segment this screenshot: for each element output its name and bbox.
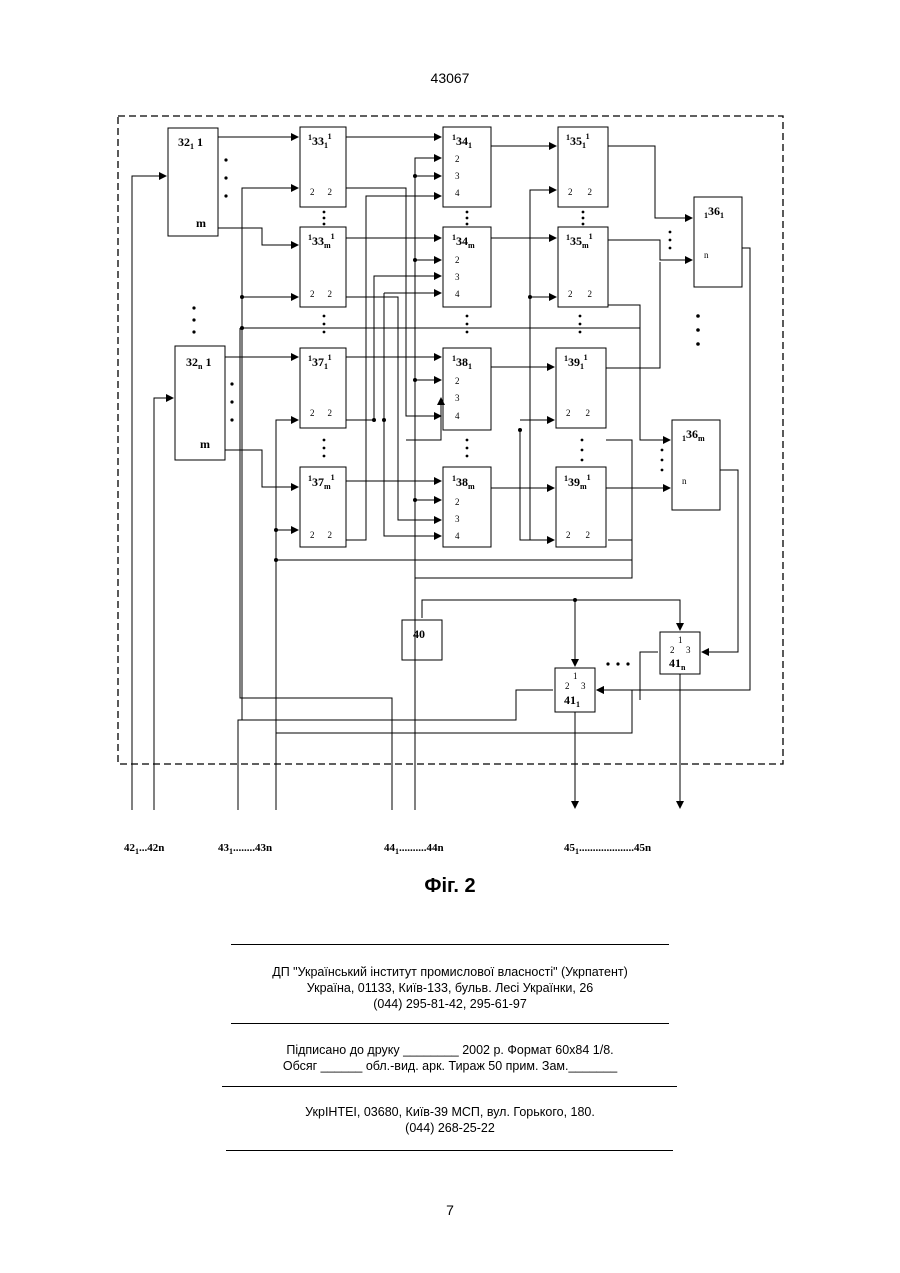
divider bbox=[231, 1023, 669, 1024]
figure-caption: Фіг. 2 bbox=[0, 875, 900, 898]
block-41-n-port-2: 2 bbox=[670, 645, 675, 655]
block-38-1-port-3: 3 bbox=[455, 393, 460, 403]
block-32-1-output: m bbox=[196, 216, 206, 230]
block-39-m-label: 139m1 bbox=[564, 473, 591, 491]
imprint-printer-phone: (044) 268-25-22 bbox=[0, 1120, 900, 1136]
block-36-1-output: n bbox=[704, 250, 709, 260]
block-37-1-label: 13711 bbox=[308, 353, 332, 371]
block-38-m-port-3: 3 bbox=[455, 514, 460, 524]
imprint-phones: (044) 295-81-42, 295-61-97 bbox=[0, 996, 900, 1012]
block-33-1-label: 13311 bbox=[308, 132, 332, 150]
imprint-printer: УкрІНТЕІ, 03680, Київ-39 МСП, вул. Горьк… bbox=[0, 1104, 900, 1120]
block-39-1-ports: 22 bbox=[566, 408, 590, 418]
block-39-m-ports: 22 bbox=[566, 530, 590, 540]
block-32-1-label: 3211 bbox=[178, 135, 203, 151]
ellipsis-dots bbox=[192, 158, 699, 665]
imprint-volume: Обсяг ______ обл.-вид. арк. Тираж 50 при… bbox=[0, 1058, 900, 1074]
block-34-m-port-3: 3 bbox=[455, 272, 460, 282]
block-34-1-port-2: 2 bbox=[455, 154, 460, 164]
block-37-1-ports: 22 bbox=[310, 408, 332, 418]
block-41-1-port-3: 3 bbox=[581, 681, 586, 691]
block-34-1-port-4: 4 bbox=[455, 188, 460, 198]
divider bbox=[231, 944, 669, 945]
block-37-m-ports: 22 bbox=[310, 530, 332, 540]
block-35-1-label: 13511 bbox=[566, 132, 590, 150]
block-38-1-port-4: 4 bbox=[455, 411, 460, 421]
bus-45-label: 451....................45n bbox=[564, 842, 651, 856]
block-35-m-label: 135m1 bbox=[566, 232, 593, 250]
block-41-1-port-1: 1 bbox=[573, 671, 578, 681]
divider bbox=[222, 1086, 677, 1087]
block-38-m-port-2: 2 bbox=[455, 497, 460, 507]
block-40-label: 40 bbox=[413, 627, 425, 641]
block-41-1-label: 411 bbox=[564, 693, 580, 709]
block-34-m-label: 134m bbox=[452, 233, 475, 250]
divider bbox=[226, 1150, 673, 1151]
imprint-org: ДП "Український інститут промислової вла… bbox=[0, 964, 900, 980]
block-34-m-port-4: 4 bbox=[455, 289, 460, 299]
bus-42-label: 421...42n bbox=[124, 842, 164, 856]
block-33-m-label: 133m1 bbox=[308, 232, 335, 250]
block-41-1-port-2: 2 bbox=[565, 681, 570, 691]
block-34-1-label: 1341 bbox=[452, 133, 472, 150]
block-41-n-label: 41n bbox=[669, 656, 686, 672]
block-34-1-port-3: 3 bbox=[455, 171, 460, 181]
block-35-m-ports: 22 bbox=[568, 289, 592, 299]
page-number: 7 bbox=[0, 1202, 900, 1218]
imprint-signed: Підписано до друку ________ 2002 р. Форм… bbox=[0, 1042, 900, 1058]
block-38-m-port-4: 4 bbox=[455, 531, 460, 541]
block-36-m-label: 136m bbox=[682, 427, 705, 443]
block-34-m-port-2: 2 bbox=[455, 255, 460, 265]
block-38-1-label: 1381 bbox=[452, 354, 472, 371]
block-38-m-label: 138m bbox=[452, 474, 475, 491]
bus-43-label: 431........43n bbox=[218, 842, 272, 856]
block-35-1-ports: 22 bbox=[568, 187, 592, 197]
imprint-address: Україна, 01133, Київ-133, бульв. Лесі Ук… bbox=[0, 980, 900, 996]
block-diagram: 3211 m 32n1 m 13311 22 133m1 22 1341 2 3… bbox=[0, 0, 900, 870]
block-36-m-output: n bbox=[682, 476, 687, 486]
block-36-1-label: 1361 bbox=[704, 204, 724, 220]
block-38-1-port-2: 2 bbox=[455, 376, 460, 386]
block-33-m-ports: 22 bbox=[310, 289, 332, 299]
connections bbox=[132, 137, 750, 810]
block-32-n-output: m bbox=[200, 437, 210, 451]
block-37-m-label: 137m1 bbox=[308, 473, 335, 491]
block-41-n-port-3: 3 bbox=[686, 645, 691, 655]
block-32-n-label: 32n1 bbox=[186, 355, 211, 371]
block-41-n-port-1: 1 bbox=[678, 635, 683, 645]
block-33-1-ports: 22 bbox=[310, 187, 332, 197]
block-39-1-label: 13911 bbox=[564, 353, 588, 371]
bus-44-label: 441..........44n bbox=[384, 842, 444, 856]
